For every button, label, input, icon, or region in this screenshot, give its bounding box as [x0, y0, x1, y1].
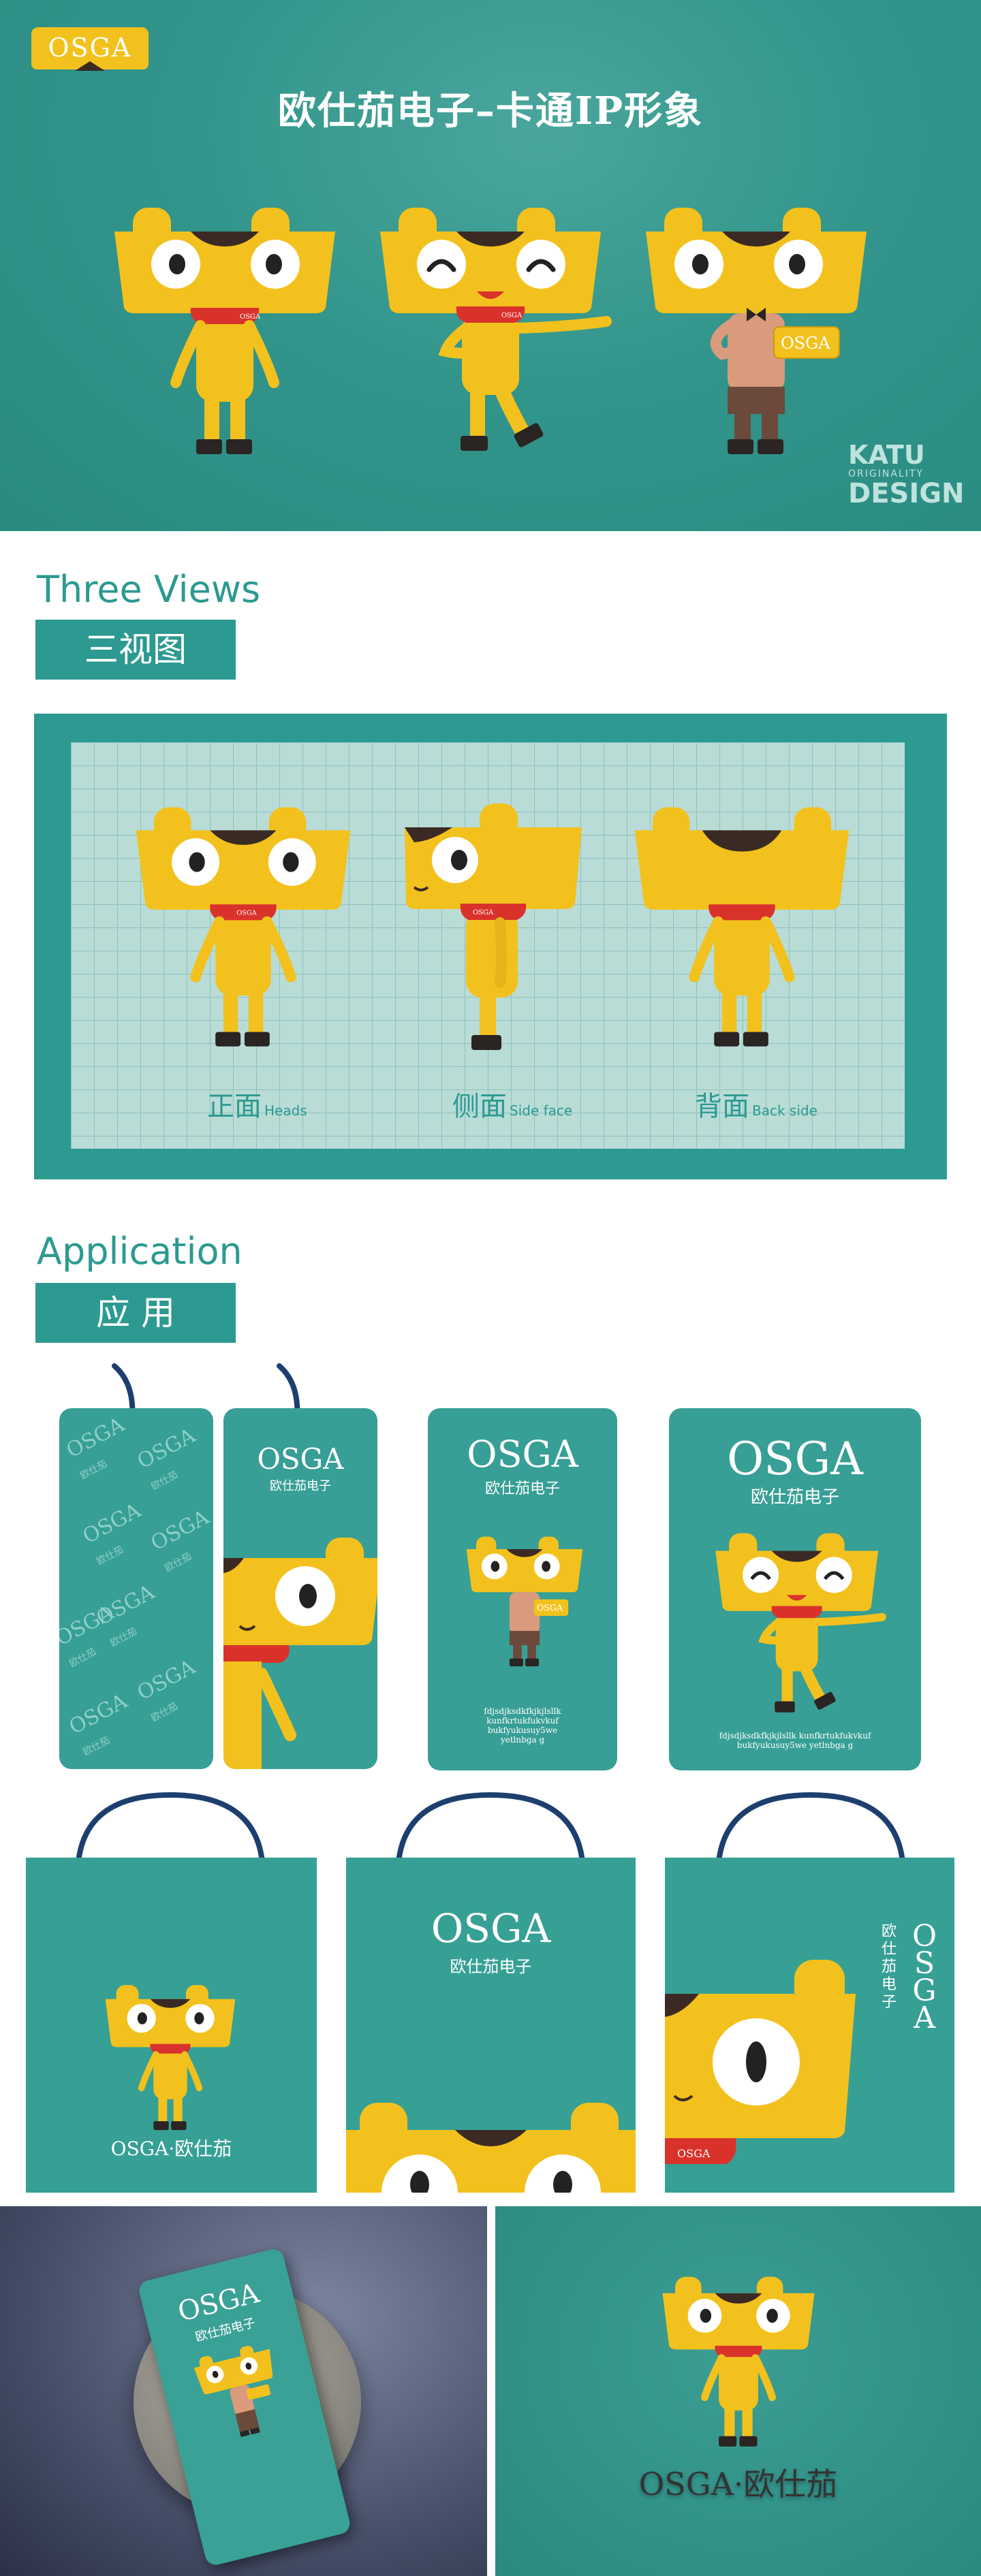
- bag3-vertical-brand: OSGA: [912, 1919, 937, 2035]
- tag4-brand-cn: 欧仕茄电子: [750, 1487, 839, 1508]
- tag4-small-print: fdjsdjksdkfkjkjlsllk kunfkrtukfukvkuf bu…: [719, 1731, 871, 1750]
- view-caption-side-cn: 侧面: [452, 1091, 507, 1122]
- shopping-bag-1: OSGA·欧仕茄: [26, 1858, 317, 2193]
- tag4-mascot: [715, 1533, 886, 1713]
- bag2-brand-cn: 欧仕茄电子: [450, 1957, 532, 1976]
- tag3-brand-cn: 欧仕茄电子: [484, 1480, 560, 1497]
- tag-card-card-mascot: OSGA 欧仕茄电子 OSGA fdjsdjksdkfkjkjlsllk kun…: [428, 1408, 617, 1770]
- mascot-back-view: [634, 807, 850, 1047]
- studio-brand-line2: ORIGINALITY: [848, 468, 924, 479]
- view-caption-front-en: Heads: [264, 1102, 307, 1119]
- mascot-card: OSGA: [646, 208, 867, 454]
- mockup-plate-card: OSGA 欧仕茄电子: [0, 2206, 487, 2576]
- view-caption-front-cn: 正面: [207, 1091, 262, 1122]
- tag2-mascot-peek: [223, 1538, 377, 1769]
- application-title-cn: 应 用: [35, 1283, 236, 1343]
- mockup-card-mascot: [193, 2346, 273, 2437]
- bag3-mascot-peek: OSGA: [665, 1960, 856, 2164]
- wall-sign-text: OSGA·欧仕茄: [638, 2466, 838, 2502]
- bag1-mascot: [105, 1985, 236, 2131]
- scarf-label-front: OSGA: [236, 910, 257, 917]
- mascot-side-view: OSGA: [405, 804, 582, 1050]
- logo-notch: [75, 61, 105, 71]
- tag4-brand: OSGA: [727, 1433, 863, 1485]
- tag3-small-print: fdjsdjksdkfkjkjlsllk kunfkrtukfukvkuf bu…: [484, 1706, 561, 1745]
- studio-brand: KATU ORIGINALITY DESIGN: [848, 441, 965, 508]
- view-caption-back-en: Back side: [752, 1102, 818, 1119]
- hang-tag-mascot: OSGA 欧仕茄电子: [223, 1408, 377, 1769]
- three-views-title-cn: 三视图: [35, 620, 236, 680]
- mascot-pointing: OSGA: [380, 208, 612, 451]
- bag1-footer: OSGA·欧仕茄: [110, 2137, 232, 2160]
- tag3-mascot: OSGA: [466, 1536, 583, 1667]
- bag2-mascot-peek: [346, 2103, 636, 2193]
- wall-sign-mascot: [662, 2276, 815, 2447]
- hero-banner: OSGA 欧仕茄电子–卡通IP形象 OSGA: [0, 0, 981, 531]
- shopping-bag-2: OSGA 欧仕茄电子: [346, 1858, 636, 2193]
- application-title-en: Application: [37, 1230, 243, 1273]
- mascot-standing: OSGA: [114, 208, 335, 454]
- scarf-label-2: OSGA: [501, 312, 523, 319]
- mockup-card: OSGA 欧仕茄电子: [137, 2247, 352, 2567]
- tag2-brand: OSGA: [257, 1442, 344, 1476]
- scarf-label-side: OSGA: [473, 909, 494, 917]
- page-title: 欧仕茄电子–卡通IP形象: [277, 89, 704, 133]
- three-views-title-en: Three Views: [37, 568, 261, 611]
- three-views-grid: OSGA OSGA: [71, 742, 905, 1149]
- tag-card-pointing-mascot: OSGA 欧仕茄电子 fdjsdjksdkfkjkjlsllk kunfkrtu…: [669, 1408, 921, 1770]
- mockup-wall-sign: OSGA·欧仕茄: [495, 2206, 981, 2576]
- mascot-badge: OSGA: [781, 334, 830, 353]
- view-caption-back-cn: 背面: [695, 1091, 749, 1122]
- brand-logo-text: OSGA: [48, 33, 132, 63]
- scarf-label: OSGA: [240, 313, 261, 321]
- view-caption-side-en: Side face: [510, 1102, 573, 1119]
- studio-brand-line1: KATU: [848, 440, 925, 470]
- bag2-brand: OSGA: [431, 1905, 551, 1952]
- bag3-vertical-brand-cn: 欧仕茄电子: [881, 1923, 897, 2011]
- tag3-brand: OSGA: [467, 1433, 578, 1476]
- mascot-front-view: OSGA: [136, 807, 351, 1047]
- shopping-bag-3: OSGA 欧仕茄电子 OSGA: [665, 1858, 954, 2193]
- tag3-mascot-badge: OSGA: [537, 1603, 563, 1613]
- tag2-brand-cn: 欧仕茄电子: [270, 1479, 331, 1493]
- studio-brand-line3: DESIGN: [848, 478, 965, 509]
- bag3-scarf-label: OSGA: [677, 2147, 711, 2160]
